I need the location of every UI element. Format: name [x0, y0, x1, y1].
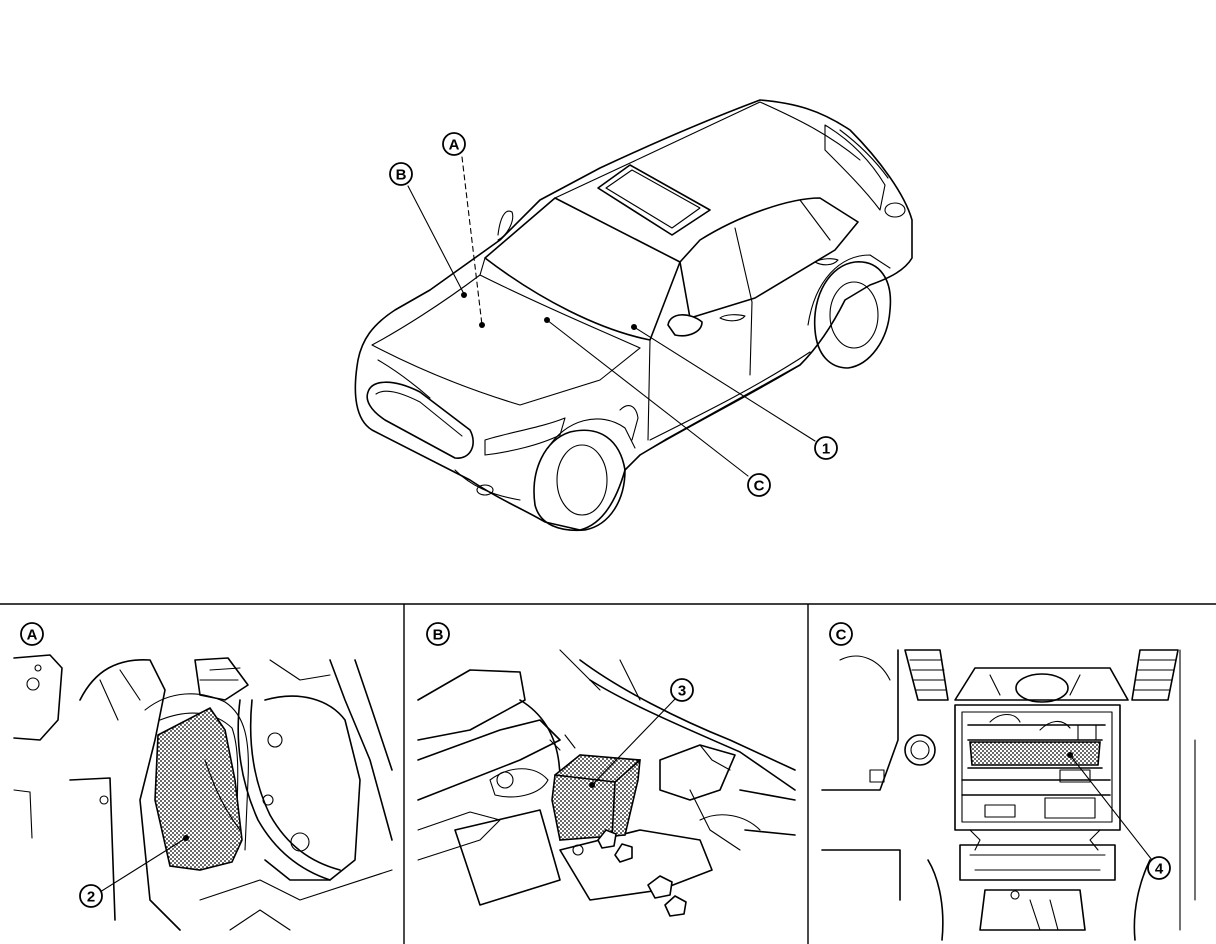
callout-a-label: A: [449, 137, 460, 154]
svg-text:B: B: [433, 627, 444, 644]
location-dot-a: [479, 322, 485, 328]
callout-c: C: [747, 473, 771, 497]
main-leaders: [407, 156, 816, 477]
svg-text:A: A: [27, 627, 38, 644]
callout-c-label: C: [754, 478, 765, 495]
detail-panel-a: A 2: [13, 622, 393, 931]
callout-b: B: [389, 162, 413, 186]
detail-panel-b: B 3: [417, 622, 796, 917]
location-dot-b: [461, 292, 467, 298]
svg-text:C: C: [836, 627, 847, 644]
callout-a: A: [442, 132, 466, 156]
svg-text:3: 3: [678, 683, 686, 700]
detail-panel-c: C: [821, 622, 1196, 941]
panel-a-label: A: [20, 622, 44, 646]
callout-1-label: 1: [822, 441, 830, 458]
component-3-shape: [551, 754, 641, 841]
svg-text:2: 2: [87, 889, 95, 906]
callout-b-label: B: [396, 167, 407, 184]
callout-2: 2: [79, 884, 103, 908]
component-4-shape: [969, 741, 1101, 766]
location-dot-c: [544, 317, 550, 323]
panel-b-label: B: [426, 622, 450, 646]
callout-3: 3: [670, 678, 694, 702]
component-2-shape: [154, 706, 243, 871]
location-dot-1: [631, 324, 637, 330]
panel-c-label: C: [829, 622, 853, 646]
vehicle-illustration: [354, 99, 913, 532]
callout-1: 1: [814, 436, 838, 460]
callout-4: 4: [1147, 856, 1171, 880]
svg-text:4: 4: [1155, 861, 1164, 878]
